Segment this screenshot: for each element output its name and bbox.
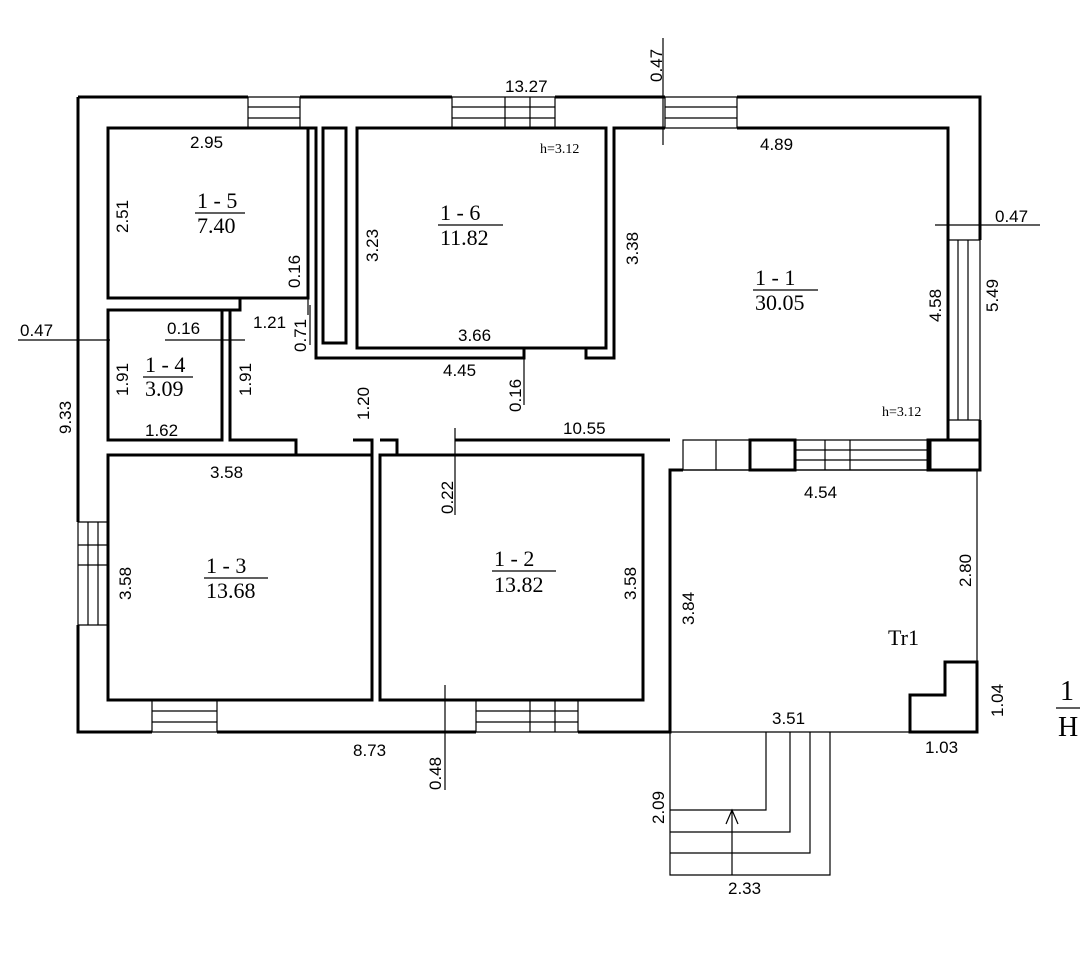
room-id: 1 - 2 [494,546,534,571]
dim-label: 10.55 [563,419,606,438]
ceiling-height-labels: h=3.12 h=3.12 [540,142,921,420]
room-area: 13.82 [494,572,544,597]
dim-label: 1.62 [145,421,178,440]
room-area: 13.68 [206,578,256,603]
room-area: 7.40 [197,213,236,238]
dim-label: 3.58 [621,567,640,600]
dim-label: 2.33 [728,879,761,898]
room-labels: 1 - 5 7.40 1 - 6 11.82 1 - 1 30.05 1 - 4… [143,188,919,650]
dim-label: 0.48 [426,757,445,790]
room-id: 1 - 6 [440,200,480,225]
dim-label: 1.20 [354,387,373,420]
entrance-stairs [669,732,831,876]
dim-label: 1.91 [236,363,255,396]
partition [321,126,348,345]
dim-label: 4.58 [926,289,945,322]
dim-label: 3.84 [679,592,698,625]
dim-label: 8.73 [353,741,386,760]
dim-label: 4.54 [804,483,837,502]
dim-label: 0.47 [647,49,666,82]
dim-label: 3.51 [772,709,805,728]
room-area: 3.09 [145,376,184,401]
dim-label: 0.47 [20,321,53,340]
dim-label: 1.03 [925,738,958,757]
dim-label: 5.49 [983,279,1002,312]
dimension-lines [18,38,1040,790]
fraction-bottom: H [1058,712,1078,743]
fraction-top: 1 [1060,676,1074,707]
dimension-labels: 13.27 0.47 2.95 4.89 0.47 2.51 3.23 3.38… [20,49,1028,898]
dim-label: 0.16 [506,379,525,412]
dim-label: 0.16 [285,255,304,288]
dim-label: 2.95 [190,133,223,152]
room-area: 30.05 [755,290,805,315]
fraction-label: 1 H [1056,676,1080,743]
windows [77,96,981,733]
room-area: 11.82 [440,225,489,250]
dim-label: 0.71 [291,319,310,352]
room-outline-1-5 [106,126,310,300]
dim-label: 3.58 [116,567,135,600]
dim-label: 4.89 [760,135,793,154]
ceiling-height-label: h=3.12 [882,405,921,420]
dim-label: 0.22 [438,481,457,514]
room-id: 1 - 5 [197,188,237,213]
dim-label: 2.09 [649,791,668,824]
room-outline-1-4 [106,308,224,442]
dim-label: 0.47 [995,207,1028,226]
dim-label: 9.33 [56,401,75,434]
dim-label: 0.16 [167,319,200,338]
dim-label: 2.80 [956,554,975,587]
room-id: 1 - 3 [206,553,246,578]
dim-label: 1.91 [113,363,132,396]
dim-label: 3.58 [210,463,243,482]
dim-label: 1.04 [988,684,1007,717]
terrace-label: Tr1 [888,625,919,650]
dim-label: 1.21 [253,313,286,332]
dim-label: 4.45 [443,361,476,380]
dim-label: 13.27 [505,77,548,96]
room-id: 1 - 4 [145,352,185,377]
room-id: 1 - 1 [755,265,795,290]
dim-label: 3.23 [363,229,382,262]
dim-label: 2.51 [113,200,132,233]
ceiling-height-label: h=3.12 [540,142,579,157]
dim-label: 3.38 [623,232,642,265]
dim-label: 3.66 [458,326,491,345]
